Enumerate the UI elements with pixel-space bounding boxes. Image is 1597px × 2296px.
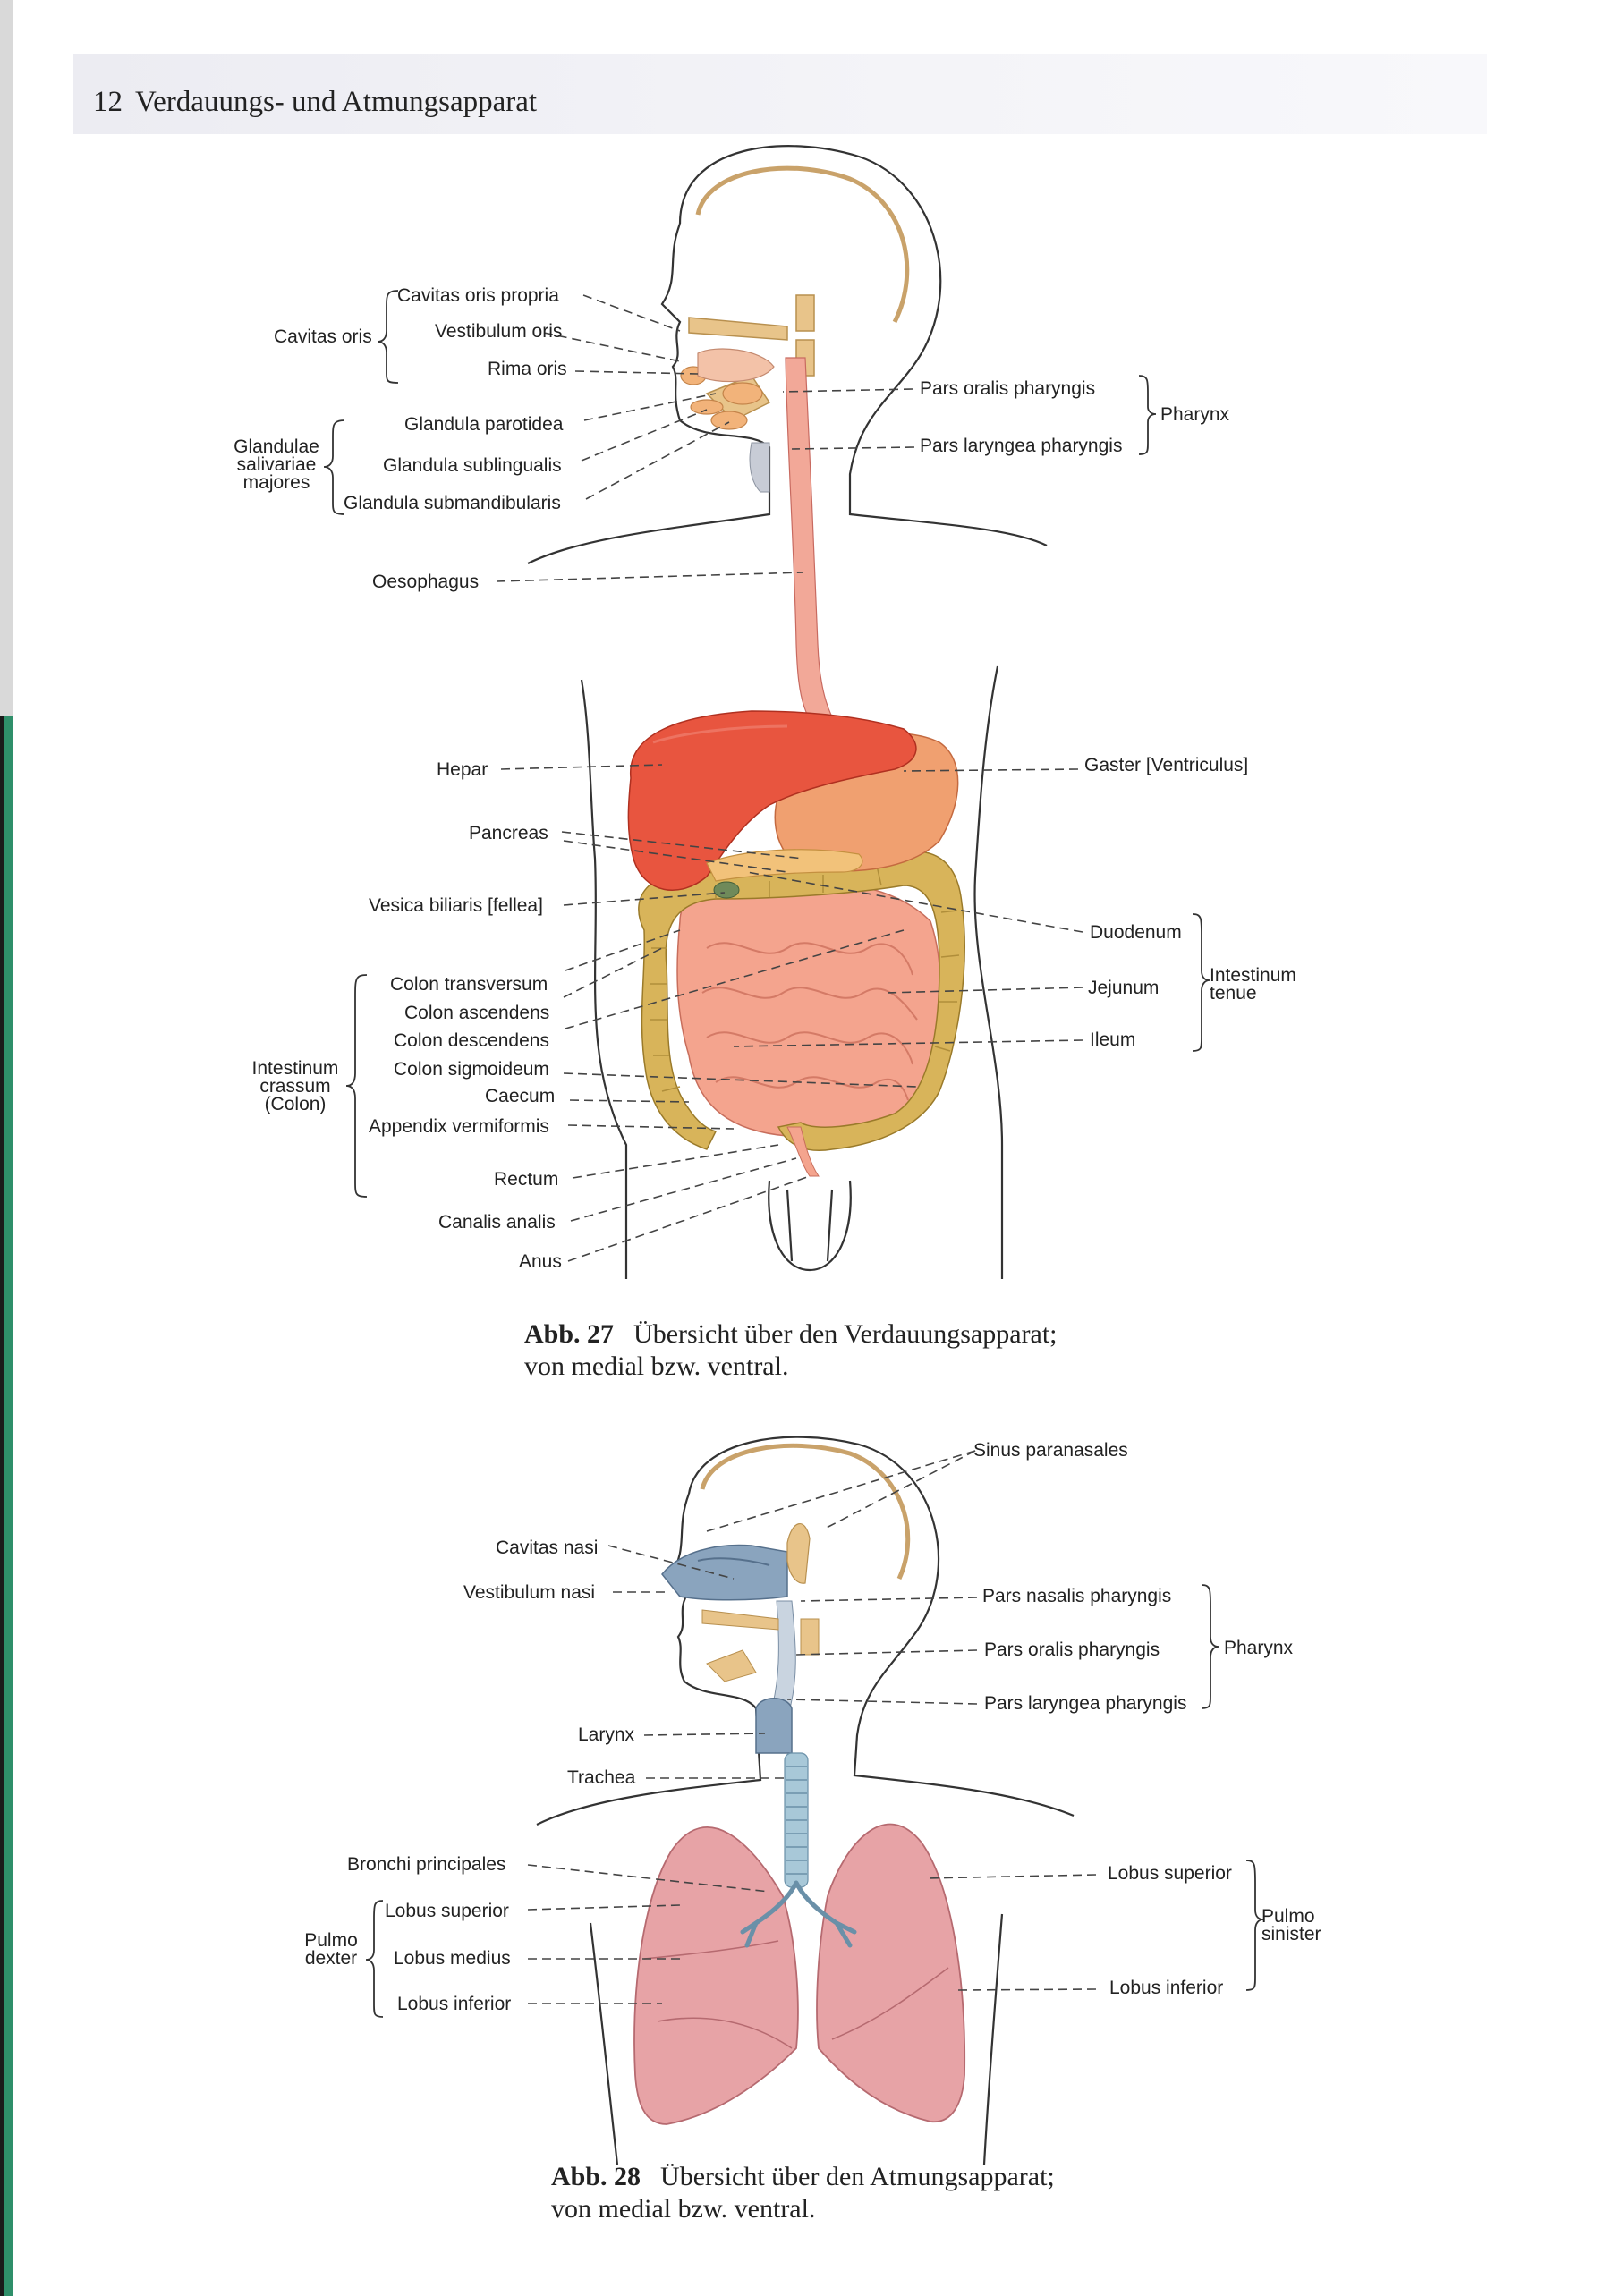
label-cavitas-oris: Cavitas oris <box>274 326 372 347</box>
label-colon-sigmoideum: Colon sigmoideum <box>394 1059 549 1080</box>
label-pulmo-sinister: Pulmo sinister <box>1261 1906 1321 1944</box>
brace-intestinum-crassum <box>345 974 368 1198</box>
head-outline <box>678 145 1048 546</box>
label-gaster: Gaster [Ventriculus] <box>1084 755 1249 775</box>
label-trachea: Trachea <box>567 1767 636 1788</box>
neck-trachea <box>749 442 770 493</box>
torso-left-28 <box>589 1922 619 2165</box>
label-pars-laryngea-pharyngis-28: Pars laryngea pharyngis <box>984 1693 1187 1714</box>
label-rectum: Rectum <box>494 1169 559 1190</box>
label-colon-ascendens: Colon ascendens <box>404 1003 550 1023</box>
label-caecum: Caecum <box>485 1086 556 1106</box>
label-pharynx: Pharynx <box>1160 404 1230 425</box>
label-vesica-biliaris: Vesica biliaris [fellea] <box>369 895 543 916</box>
label-vestibulum-nasi: Vestibulum nasi <box>463 1582 596 1603</box>
sublingual-gland <box>690 399 724 415</box>
bronchi <box>740 1880 857 1948</box>
label-lobus-inferior-sinister: Lobus inferior <box>1109 1978 1224 1998</box>
skull-inner-28 <box>700 1443 911 1580</box>
page-edge-strip-top <box>0 0 13 716</box>
label-ileum: Ileum <box>1090 1029 1136 1050</box>
brace-pharynx-28 <box>1201 1584 1219 1709</box>
liver <box>627 710 917 892</box>
tongue <box>697 348 775 383</box>
label-cavitas-oris-propria: Cavitas oris propria <box>397 285 559 306</box>
brace-pulmo-sinister <box>1245 1860 1264 1991</box>
sinus <box>786 1522 811 1584</box>
label-cavitas-nasi: Cavitas nasi <box>496 1538 599 1558</box>
pancreas <box>706 849 863 882</box>
larynx <box>755 1698 793 1754</box>
label-lobus-inferior-dexter: Lobus inferior <box>397 1994 512 2014</box>
label-lobus-medius: Lobus medius <box>394 1948 511 1969</box>
skull-inner <box>695 165 910 324</box>
label-lobus-superior-sinister: Lobus superior <box>1108 1863 1232 1884</box>
label-vestibulum-oris: Vestibulum oris <box>435 321 563 342</box>
label-larynx: Larynx <box>578 1724 635 1745</box>
brace-pulmo-dexter <box>365 1900 384 2018</box>
label-canalis-analis: Canalis analis <box>438 1212 556 1233</box>
brace-pharynx <box>1138 375 1157 455</box>
brace-glandulae <box>323 419 345 515</box>
label-sinus-paranasales: Sinus paranasales <box>973 1440 1128 1461</box>
header-band <box>73 54 1487 134</box>
label-pars-nasalis-pharyngis: Pars nasalis pharyngis <box>982 1586 1172 1606</box>
label-pharynx-28: Pharynx <box>1224 1638 1294 1658</box>
label-colon-descendens: Colon descendens <box>394 1030 549 1051</box>
parotid-gland <box>722 382 763 405</box>
page-header: 12 Verdauungs- und Atmungsapparat <box>93 86 549 119</box>
label-appendix-vermiformis: Appendix vermiformis <box>369 1116 549 1137</box>
label-pars-laryngea-pharyngis: Pars laryngea pharyngis <box>920 436 1123 456</box>
label-glandula-submandibularis: Glandula submandibularis <box>344 493 561 513</box>
label-pulmo-dexter: Pulmo dexter <box>304 1930 358 1969</box>
label-intestinum-crassum: Intestinum crassum (Colon) <box>251 1058 339 1114</box>
label-glandula-sublingualis: Glandula sublingualis <box>383 455 562 476</box>
label-hepar: Hepar <box>437 759 488 780</box>
label-pars-oralis-pharyngis-28: Pars oralis pharyngis <box>984 1639 1160 1660</box>
label-rima-oris: Rima oris <box>488 359 567 379</box>
label-oesophagus: Oesophagus <box>372 572 480 592</box>
brace-intestinum-tenue <box>1192 913 1210 1052</box>
genital-outline <box>768 1180 852 1272</box>
label-lobus-superior-dexter: Lobus superior <box>385 1901 509 1921</box>
page-number: 12 <box>93 86 123 118</box>
rectum <box>786 1126 820 1177</box>
torso-right <box>973 665 1004 1279</box>
left-lung <box>816 1823 966 2122</box>
label-pancreas: Pancreas <box>469 823 548 843</box>
nasal-cavity <box>661 1544 788 1601</box>
submandibular-gland <box>710 411 748 430</box>
label-glandula-parotidea: Glandula parotidea <box>404 414 564 435</box>
label-duodenum: Duodenum <box>1090 922 1182 943</box>
label-jejunum: Jejunum <box>1088 978 1160 998</box>
label-intestinum-tenue: Intestinum tenue <box>1210 965 1296 1004</box>
label-bronchi-principales: Bronchi principales <box>347 1854 506 1875</box>
label-glandulae-salivariae-majores: Glandulae salivariae majores <box>234 436 319 493</box>
gallbladder <box>713 881 740 899</box>
chapter-title: Verdauungs- und Atmungsapparat <box>135 86 538 118</box>
head-outline-28 <box>687 1436 1075 1817</box>
torso-left <box>580 679 628 1279</box>
brace-cavitas-oris <box>377 290 399 384</box>
label-pars-oralis-pharyngis: Pars oralis pharyngis <box>920 378 1096 399</box>
label-anus: Anus <box>519 1251 562 1272</box>
palate-bone <box>688 317 788 341</box>
right-lung <box>633 1826 799 2125</box>
torso-right-28 <box>982 1913 1004 2165</box>
label-colon-transversum: Colon transversum <box>390 974 548 995</box>
